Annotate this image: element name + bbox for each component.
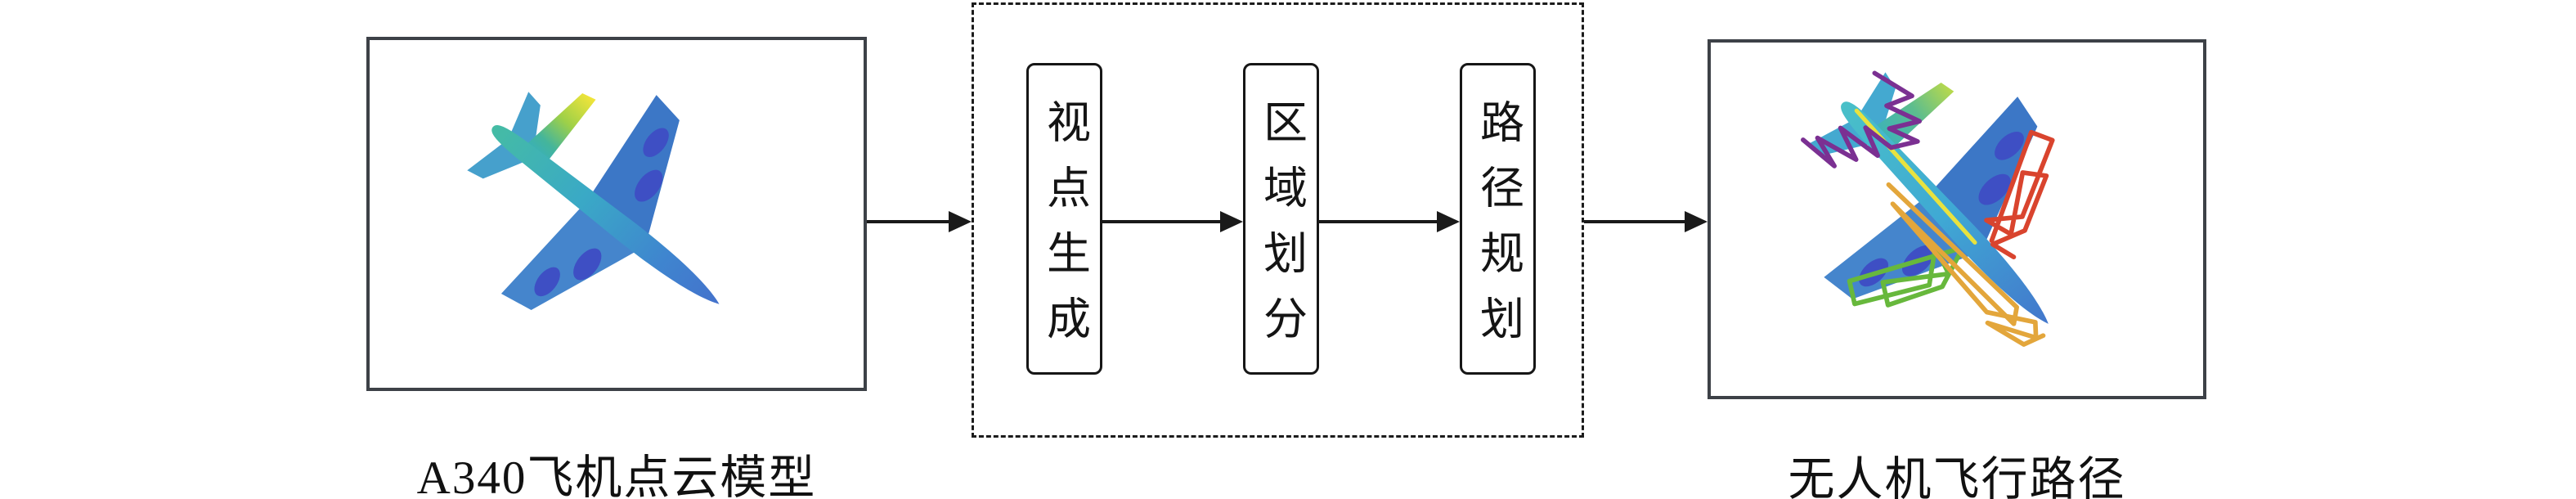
airplane-engine [573, 248, 602, 281]
flight-path-orange [1886, 182, 2046, 347]
airplane-fuselage [1841, 101, 2049, 324]
arrowhead-icon [1685, 211, 1708, 232]
step-box-region-division: 区域划分 [1243, 63, 1319, 375]
flow-arrow-pipeline-to-result [1584, 211, 1708, 232]
step-label: 区域划分 [1256, 98, 1306, 361]
airplane-engine [534, 267, 560, 297]
flight-path-yellow [1854, 108, 1977, 245]
flight-path-purple [1801, 70, 1923, 169]
airplane-fuselage [491, 125, 720, 304]
step-box-viewpoint-generation: 视点生成 [1026, 63, 1102, 375]
flow-arrow-viewpoint-to-region [1102, 211, 1243, 232]
airplane-group [1801, 70, 2055, 347]
airplane-tail-fin [525, 92, 596, 163]
airplane-group [467, 92, 720, 310]
airplane-engine [1995, 131, 2024, 160]
airplane-stabilizer-upper [511, 92, 541, 151]
arrowhead-icon [949, 211, 972, 232]
pointcloud-airplane-image [467, 92, 720, 310]
flight-path-caption: 无人机飞行路径 [1788, 454, 2126, 499]
flight-path-result-panel [1708, 39, 2206, 399]
arrow-shaft [1318, 220, 1438, 223]
step-label: 路径规划 [1473, 98, 1523, 361]
arrow-shaft [867, 220, 950, 223]
arrowhead-icon [1220, 211, 1243, 232]
arrow-shaft [1584, 220, 1686, 223]
airplane-engine [643, 128, 669, 158]
pipeline-dashed-box [972, 2, 1584, 438]
airplane-engine [635, 169, 663, 202]
flight-path-airplane-image [1801, 70, 2055, 347]
arrowhead-icon [1437, 211, 1460, 232]
airplane-wing-lower [500, 208, 636, 310]
pointcloud-model-panel [366, 37, 867, 391]
step-box-path-planning: 路径规划 [1460, 63, 1536, 375]
airplane-engine [1978, 173, 2011, 205]
flow-arrow-model-to-pipeline [867, 211, 972, 232]
step-label: 视点生成 [1039, 98, 1089, 361]
flow-arrow-region-to-path [1318, 211, 1460, 232]
pointcloud-model-caption: A340飞机点云模型 [416, 452, 817, 499]
flight-path-red [1984, 129, 2055, 259]
arrow-shaft [1102, 220, 1222, 223]
